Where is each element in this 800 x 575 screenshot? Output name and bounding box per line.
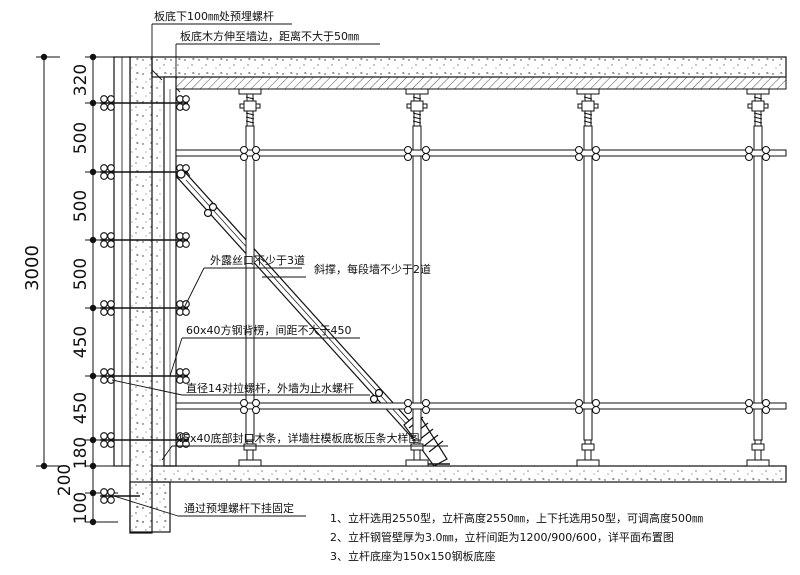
- dim-180: 180: [71, 437, 91, 469]
- tie-bolts: [100, 102, 188, 497]
- dim-320: 320: [71, 64, 91, 96]
- top-slab: [151, 56, 787, 90]
- bottom-slab: [129, 465, 787, 533]
- dim-450-b: 450: [71, 392, 91, 424]
- label-bottom-seal: 45x40底部封口木条，详墙柱模板底板压条大样图: [176, 431, 420, 445]
- label-embedded-bolt: 板底下100㎜处预埋螺杆: [154, 9, 274, 23]
- dim-total: 3000: [22, 245, 43, 291]
- new-wall: [151, 76, 177, 467]
- dimension-ticks: [40, 53, 97, 526]
- dim-500-c: 500: [71, 258, 91, 290]
- label-hang-fix: 通过预埋螺杆下挂固定: [184, 501, 294, 515]
- leader-lines: [111, 23, 448, 517]
- shoring-post: [746, 88, 770, 467]
- label-steel-back-rib: 60x40方钢背楞，间距不大于450: [186, 323, 352, 337]
- label-timber-extend: 板底木方伸至墙边，距离不大于50㎜: [180, 29, 359, 43]
- dim-500-a: 500: [71, 122, 91, 154]
- label-tie-bolt: 直径14对拉螺杆，外墙为止水螺杆: [186, 381, 354, 395]
- dim-200: 200: [55, 464, 75, 496]
- note-3: 3、立杆底座为150x150钢板底座: [330, 549, 496, 563]
- horizontal-ledgers: [175, 149, 787, 410]
- label-diagonal-brace: 斜撑，每段墙不少于2道: [314, 262, 431, 276]
- shoring-posts: [238, 88, 770, 467]
- shoring-post: [405, 88, 429, 467]
- label-thread-exposed: 外露丝口不少于3道: [210, 253, 305, 267]
- note-1: 1、立杆选用2550型，立杆高度2550㎜，上下托选用50型，可调高度500㎜: [330, 511, 703, 525]
- shoring-post: [238, 88, 262, 467]
- dim-100: 100: [71, 492, 91, 524]
- dim-450-a: 450: [71, 326, 91, 358]
- dim-500-b: 500: [71, 190, 91, 222]
- shoring-post: [576, 88, 600, 467]
- diagonal-brace: [175, 169, 450, 467]
- concrete-wall: [129, 56, 153, 534]
- note-2: 2、立杆钢管壁厚为3.0㎜，立杆间距为1200/900/600，详平面布置图: [330, 530, 674, 544]
- ledger-clamps: [240, 146, 770, 414]
